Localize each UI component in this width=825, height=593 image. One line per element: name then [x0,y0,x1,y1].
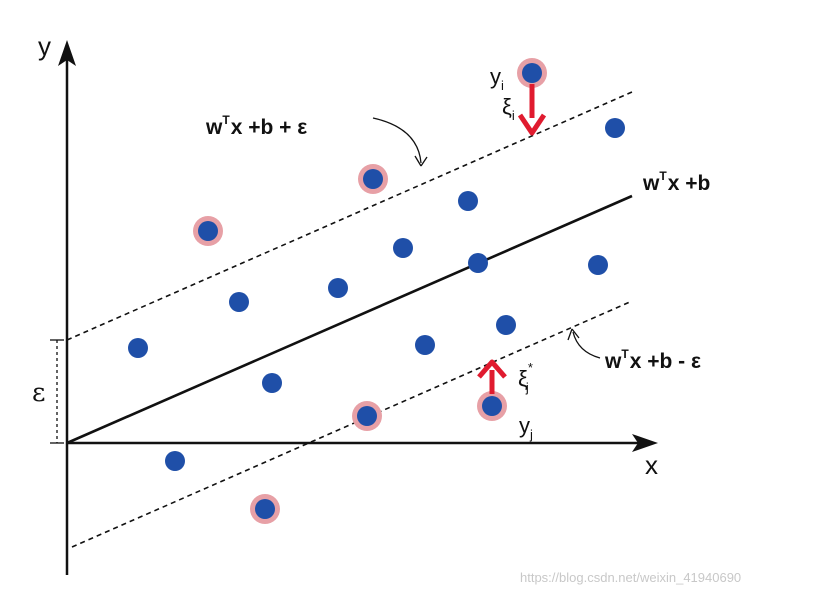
epsilon-label: ε [32,378,45,408]
x-axis-arrowhead [632,434,658,452]
data-point [262,373,282,393]
y-axis-label: y [38,31,51,61]
data-point [393,238,413,258]
lower-margin-equation: wTx +b - ε [604,347,701,373]
slack-arrow-i-head [517,113,547,136]
upper-margin-equation: wTx +b + ε [205,113,307,139]
upper-margin-pointer-head [414,155,428,167]
data-point [415,335,435,355]
data-point [588,255,608,275]
x-axis-label: x [645,450,658,480]
center-line-equation: wTx +b [642,169,710,195]
slack-arrow-j-head [477,359,507,379]
upper-margin-pointer [372,117,422,164]
outlier-point [357,406,377,426]
data-point [229,292,249,312]
lower-margin-line [71,300,633,548]
label-y-i: yi [490,64,504,93]
outlier-point [255,499,275,519]
y-axis-arrowhead [58,40,76,66]
data-point [458,191,478,211]
label-xi-i: ξi [502,94,515,123]
data-point [496,315,516,335]
label-xi-j: ξ*j [518,360,533,395]
outlier-point [363,169,383,189]
data-point [128,338,148,358]
outlier-point [198,221,218,241]
label-y-j: yj [519,413,533,442]
data-point [165,451,185,471]
watermark: https://blog.csdn.net/weixin_41940690 [520,570,741,585]
upper-margin-line [66,91,633,341]
data-point [328,278,348,298]
regression-line [66,194,633,445]
data-point [468,253,488,273]
data-point [605,118,625,138]
lower-margin-pointer [572,331,601,359]
outlier-point [522,63,542,83]
lower-margin-pointer-head [567,328,580,341]
outlier-point [482,396,502,416]
